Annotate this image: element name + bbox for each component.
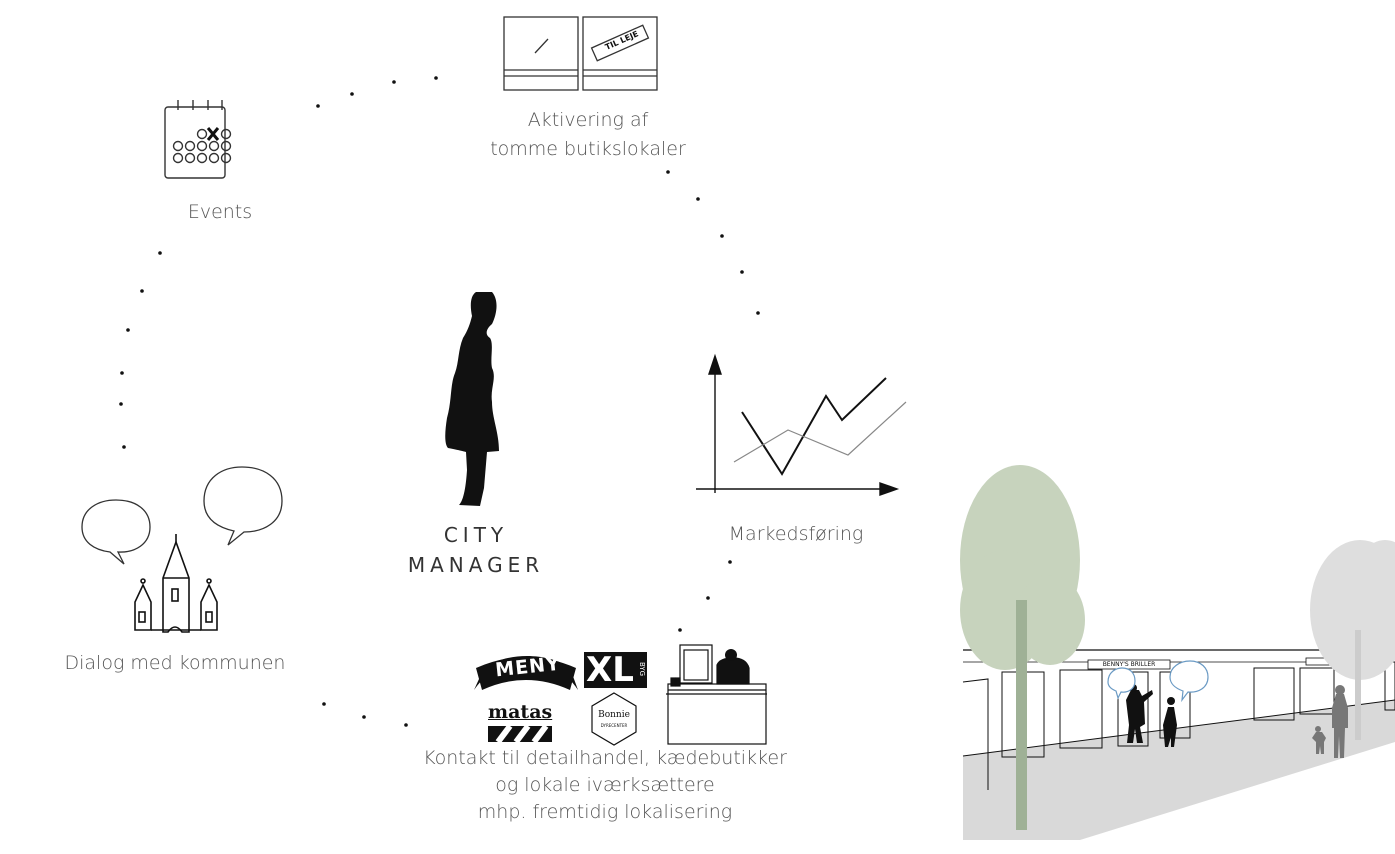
municipality-label: Dialog med kommunen <box>64 652 286 674</box>
retail-contact-label-line1: Kontakt til detailhandel, kædebutikker <box>423 747 787 769</box>
shop-counter-icon <box>666 644 767 745</box>
arc-dot <box>140 289 144 293</box>
byg-wordmark: BYG <box>638 661 646 677</box>
city-manager-title-line2: MANAGER <box>407 553 545 577</box>
arc-dot <box>404 723 408 727</box>
retail-contact-label-line2: og lokale iværksættere <box>495 774 715 796</box>
arc-dot <box>322 702 326 706</box>
arc-dot <box>666 170 670 174</box>
speech-bubbles-icon <box>81 466 283 565</box>
line-chart-icon <box>696 353 907 496</box>
matas-wordmark: matas <box>488 701 553 723</box>
arc-dot <box>740 270 744 274</box>
arc-dot <box>316 104 320 108</box>
arc-dot <box>119 402 123 406</box>
xl-byg-logo <box>584 652 647 688</box>
meny-logo <box>474 656 578 690</box>
dyrecenter-wordmark: DYRECENTER <box>600 723 628 728</box>
arc-dot <box>350 92 354 96</box>
matas-logo <box>488 702 552 744</box>
arc-dot <box>362 715 366 719</box>
marketing-label: Markedsføring <box>728 523 864 545</box>
events-label: Events <box>187 201 253 223</box>
arc-dot <box>706 596 710 600</box>
retail-contact-label-line3: mhp. fremtidig lokalisering <box>477 801 733 823</box>
calendar-icon <box>164 100 232 179</box>
arc-dot <box>678 628 682 632</box>
arc-dot <box>696 197 700 201</box>
arc-dot <box>158 251 162 255</box>
city-manager-title-line1: CITY <box>443 523 509 547</box>
arc-dot <box>434 76 438 80</box>
city-manager-silhouette <box>445 292 499 506</box>
arc-dot <box>120 371 124 375</box>
dotted-arc <box>119 76 760 727</box>
shop-sign-text: BENNY'S BRILLER <box>1102 661 1156 668</box>
bonnie-dyrecenter-logo <box>591 692 637 746</box>
xl-wordmark: XL <box>586 650 634 690</box>
arc-dot <box>728 560 732 564</box>
arc-dot <box>720 234 724 238</box>
church-icon <box>134 534 218 633</box>
bonnie-wordmark: Bonnie <box>598 710 630 720</box>
vacant-shops-label-line2: tomme butikslokaler <box>490 138 686 160</box>
shop-windows-icon <box>503 16 658 91</box>
arc-dot <box>756 311 760 315</box>
arc-dot <box>126 328 130 332</box>
arc-dot <box>392 80 396 84</box>
vacant-shops-label-line1: Aktivering af <box>527 109 649 131</box>
street-scene <box>960 465 1395 840</box>
arc-dot <box>122 445 126 449</box>
